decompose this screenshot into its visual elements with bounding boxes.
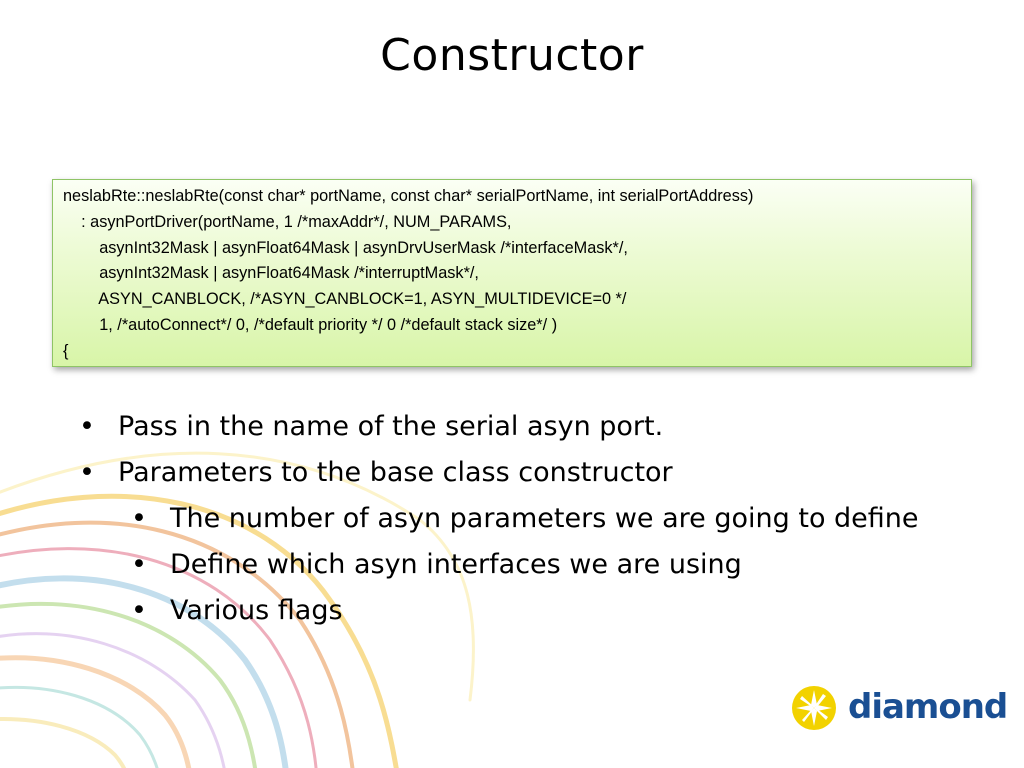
bullet-marker: • <box>79 411 95 442</box>
code-line: ASYN_CANBLOCK, /*ASYN_CANBLOCK=1, ASYN_M… <box>63 290 627 309</box>
sub-bullet-item: • The number of asyn parameters we are g… <box>127 502 955 536</box>
bullet-item: • Parameters to the base class construct… <box>75 456 955 490</box>
bullet-marker: • <box>131 549 147 580</box>
diamond-logo: diamond <box>786 678 1008 738</box>
bullet-list: • Pass in the name of the serial asyn po… <box>75 410 955 640</box>
code-line: { <box>63 341 69 360</box>
diamond-star-icon <box>792 686 836 730</box>
code-line: 1, /*autoConnect*/ 0, /*default priority… <box>63 315 558 334</box>
logo-wordmark: diamond <box>848 687 1008 727</box>
sub-bullet-item: • Define which asyn interfaces we are us… <box>127 548 955 582</box>
bullet-text: Parameters to the base class constructor <box>118 457 673 488</box>
bullet-text: Pass in the name of the serial asyn port… <box>118 411 664 442</box>
code-line: neslabRte::neslabRte(const char* portNam… <box>63 187 754 205</box>
code-line: asynInt32Mask | asynFloat64Mask /*interr… <box>63 264 479 283</box>
bullet-marker: • <box>131 595 147 626</box>
code-line: asynInt32Mask | asynFloat64Mask | asynDr… <box>63 238 628 257</box>
code-snippet-box: neslabRte::neslabRte(const char* portNam… <box>52 179 972 367</box>
bullet-text: Various flags <box>170 595 343 626</box>
bullet-marker: • <box>79 457 95 488</box>
bullet-item: • Pass in the name of the serial asyn po… <box>75 410 955 444</box>
bullet-text: The number of asyn parameters we are goi… <box>170 503 919 534</box>
sub-bullet-item: • Various flags <box>127 594 955 628</box>
code-line: : asynPortDriver(portName, 1 /*maxAddr*/… <box>63 212 512 231</box>
bullet-text: Define which asyn interfaces we are usin… <box>170 549 742 580</box>
slide-title: Constructor <box>380 30 644 81</box>
bullet-marker: • <box>131 503 147 534</box>
